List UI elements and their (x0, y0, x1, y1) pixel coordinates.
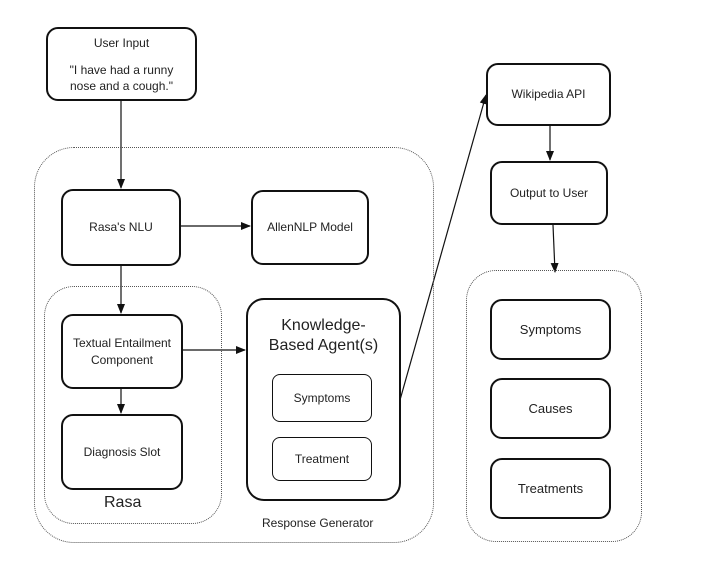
user-input-box: User Input "I have had a runny nose and … (46, 27, 197, 101)
output-treatments-box: Treatments (490, 458, 611, 519)
output-to-user-box: Output to User (490, 161, 608, 225)
arrow-agent-to-wikipedia (399, 94, 488, 401)
output-group (466, 270, 642, 542)
rasa-group-label: Rasa (104, 494, 142, 511)
agent-treatment-label: Treatment (294, 451, 350, 466)
response-generator-label: Response Generator (262, 516, 374, 530)
response-generator-group (34, 147, 434, 543)
wikipedia-api-box: Wikipedia API (486, 63, 611, 126)
allennlp-model-box: AllenNLP Model (251, 190, 369, 265)
wikipedia-api-label: Wikipedia API (511, 87, 586, 102)
output-causes-label: Causes (528, 400, 573, 416)
output-to-user-label: Output to User (509, 185, 589, 200)
output-symptoms-label: Symptoms (519, 321, 582, 337)
allennlp-model-label: AllenNLP Model (267, 220, 353, 235)
rasa-nlu-box: Rasa's NLU (61, 189, 181, 266)
diagnosis-slot-label: Diagnosis Slot (83, 444, 161, 459)
textual-entailment-label: Textual Entailment Component (72, 336, 172, 367)
output-symptoms-box: Symptoms (490, 299, 611, 360)
diagnosis-slot-box: Diagnosis Slot (61, 414, 183, 490)
textual-entailment-box: Textual Entailment Component (61, 314, 183, 389)
knowledge-based-agent-title: Knowledge-Based Agent(s) (268, 317, 379, 354)
user-input-title: User Input (93, 36, 150, 50)
agent-symptoms-box: Symptoms (272, 374, 372, 422)
rasa-nlu-label: Rasa's NLU (89, 220, 153, 235)
agent-treatment-box: Treatment (272, 437, 372, 481)
output-treatments-label: Treatments (517, 480, 584, 496)
arrow-output-to-group (550, 224, 559, 273)
output-causes-box: Causes (490, 378, 611, 439)
user-input-quote: "I have had a runny nose and a cough." (69, 63, 174, 94)
rasa-group (44, 286, 222, 524)
agent-symptoms-label: Symptoms (293, 390, 351, 405)
